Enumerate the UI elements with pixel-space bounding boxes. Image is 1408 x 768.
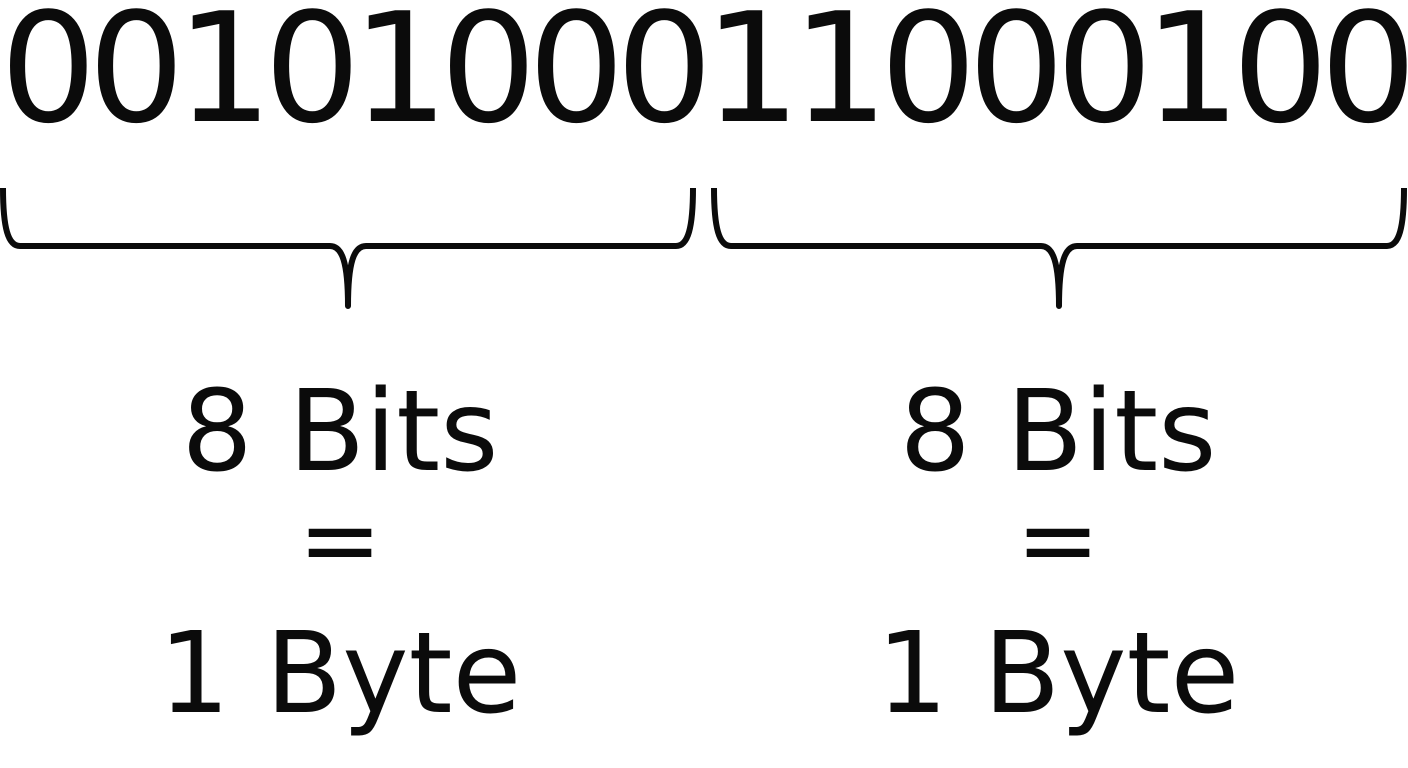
- bit-digit: 1: [352, 0, 449, 157]
- bit-digit: 1: [176, 0, 273, 157]
- bit-digit: 1: [1144, 0, 1241, 157]
- bit-digit: 0: [616, 0, 713, 157]
- bit-digit: 0: [1232, 0, 1329, 157]
- bit-digit: 0: [0, 0, 97, 157]
- right-curly-brace: [711, 187, 1407, 309]
- bit-digit: 0: [88, 0, 185, 157]
- bits-count-label: 8 Bits: [181, 367, 499, 497]
- bits-count-label: 8 Bits: [899, 367, 1217, 497]
- byte-count-label: 1 Byte: [158, 609, 522, 739]
- bit-digit: 1: [704, 0, 801, 157]
- binary-digits-row: 0 0 1 0 1 0 0 0 1 1 0 0 0 1 0 0: [0, 0, 1408, 157]
- bit-digit: 0: [528, 0, 625, 157]
- bit-digit: 0: [968, 0, 1065, 157]
- left-curly-brace: [0, 187, 696, 309]
- bit-digit: 0: [440, 0, 537, 157]
- bit-digit: 0: [1320, 0, 1408, 157]
- equals-sign: =: [1016, 481, 1100, 598]
- bit-digit: 0: [264, 0, 361, 157]
- bit-digit: 1: [792, 0, 889, 157]
- right-byte-caption: 8 Bits = 1 Byte: [778, 372, 1338, 752]
- bit-digit: 0: [880, 0, 977, 157]
- bit-digit: 0: [1056, 0, 1153, 157]
- left-byte-caption: 8 Bits = 1 Byte: [60, 372, 620, 752]
- byte-count-label: 1 Byte: [876, 609, 1240, 739]
- equals-sign: =: [298, 481, 382, 598]
